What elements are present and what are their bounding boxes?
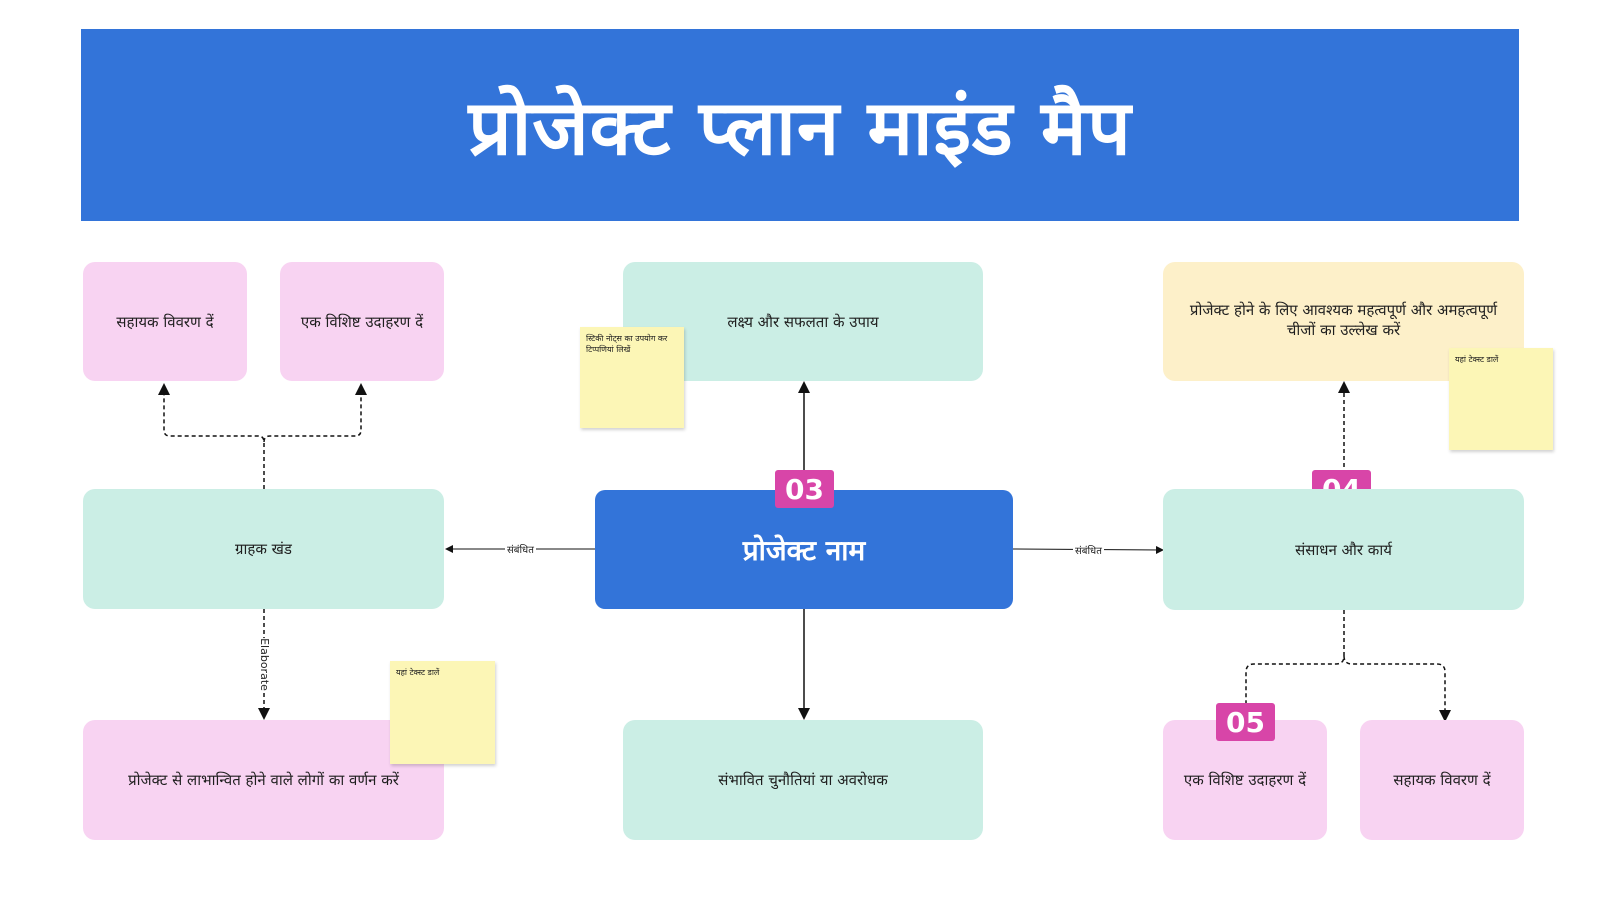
node-beneficiaries[interactable]: प्रोजेक्ट से लाभान्वित होने वाले लोगों क… xyxy=(83,720,444,840)
central-node-label: प्रोजेक्ट नाम xyxy=(742,533,866,567)
connector-label-left: संबंधित xyxy=(505,542,536,556)
node-requirements[interactable]: प्रोजेक्ट होने के लिए आवश्यक महत्वपूर्ण … xyxy=(1163,262,1524,381)
node-challenges[interactable]: संभावित चुनौतियां या अवरोधक xyxy=(623,720,983,840)
badge-05: 05 xyxy=(1216,703,1275,741)
connector-customer-top xyxy=(158,383,265,489)
connector-label-elaborate: Elaborate xyxy=(257,638,271,691)
node-specific-example-right[interactable]: एक विशिष्ट उदाहरण दें xyxy=(1163,720,1327,840)
node-goals[interactable]: लक्ष्य और सफलता के उपाय xyxy=(623,262,983,381)
central-node[interactable]: प्रोजेक्ट नाम xyxy=(595,490,1013,609)
node-supporting-details-left[interactable]: सहायक विवरण दें xyxy=(83,262,247,381)
node-resources[interactable]: संसाधन और कार्य xyxy=(1163,489,1524,610)
sticky-note-beneficiaries[interactable]: यहां टेक्स्ट डालें xyxy=(390,661,495,764)
connector-resources-bottom-right xyxy=(1343,655,1451,722)
title-banner: प्रोजेक्ट प्लान माइंड मैप xyxy=(81,29,1519,221)
page-title[interactable]: प्रोजेक्ट प्लान माइंड मैप xyxy=(468,82,1132,172)
node-specific-example-left[interactable]: एक विशिष्ट उदाहरण दें xyxy=(280,262,444,381)
connector-resources-bottom-left xyxy=(1245,610,1345,706)
sticky-note-goals[interactable]: स्टिकी नोट्स का उपयोग कर टिप्पणियां लिखे… xyxy=(580,327,684,428)
badge-03: 03 xyxy=(775,470,834,508)
node-supporting-details-right[interactable]: सहायक विवरण दें xyxy=(1360,720,1524,840)
connector-label-right: संबंधित xyxy=(1073,543,1104,557)
node-customer-segment[interactable]: ग्राहक खंड xyxy=(83,489,444,609)
connector-customer-top-right xyxy=(263,383,367,443)
sticky-note-requirements[interactable]: यहां टेक्स्ट डालें xyxy=(1449,348,1553,450)
